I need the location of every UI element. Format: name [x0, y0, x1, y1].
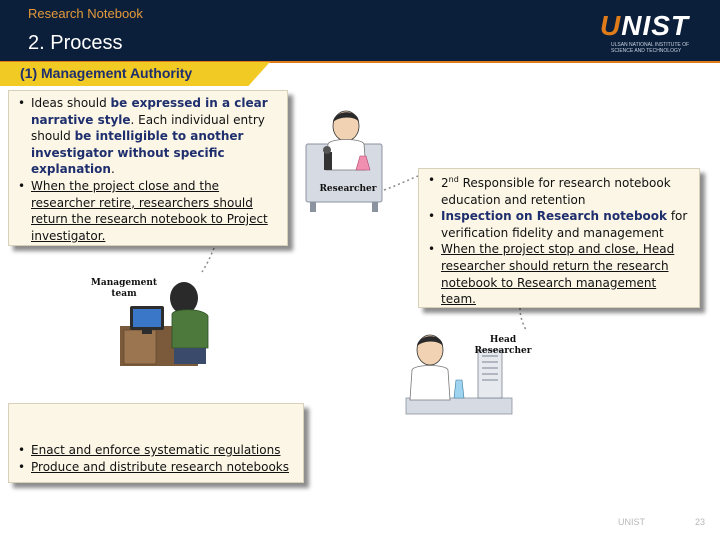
researcher-bullet-1: Ideas should be expressed in a clear nar…	[15, 95, 281, 178]
connector-researcher	[383, 175, 419, 191]
head-bullet-1: 2nd Responsible for research notebook ed…	[425, 172, 693, 208]
header-divider	[0, 61, 720, 63]
head-researcher-duties-box: 2nd Responsible for research notebook ed…	[418, 168, 700, 308]
section-band	[0, 62, 270, 86]
management-team-illustration	[120, 282, 209, 366]
management-duties-box: Enact and enforce systematic regulations…	[8, 403, 304, 483]
management-bullet-2: Produce and distribute research notebook…	[15, 459, 297, 476]
section-heading: (1) Management Authority	[20, 65, 193, 81]
head-researcher-illustration	[405, 334, 513, 415]
head-bullet-3: When the project stop and close, Head re…	[425, 241, 693, 307]
researcher-illustration	[305, 110, 383, 212]
researcher-bullet-2: When the project close and the researche…	[15, 178, 281, 244]
connector-head	[519, 307, 527, 331]
researcher-duties-box: Ideas should be expressed in a clear nar…	[8, 90, 288, 246]
logo-tagline: ULSAN NATIONAL INSTITUTE OF SCIENCE AND …	[611, 42, 690, 54]
header-subtitle: Research Notebook	[28, 6, 143, 21]
head-bullet-2: Inspection on Research notebook for veri…	[425, 208, 693, 241]
connector-management	[201, 247, 215, 273]
management-bullet-1: Enact and enforce systematic regulations	[15, 442, 297, 459]
page-title: 2. Process	[28, 32, 123, 54]
footer-text: UNIST	[618, 517, 645, 527]
researcher-label: Researcher	[319, 184, 377, 194]
header-bar	[0, 0, 720, 62]
page-number: 23	[695, 517, 706, 527]
unist-logo: UNIST	[600, 10, 690, 41]
